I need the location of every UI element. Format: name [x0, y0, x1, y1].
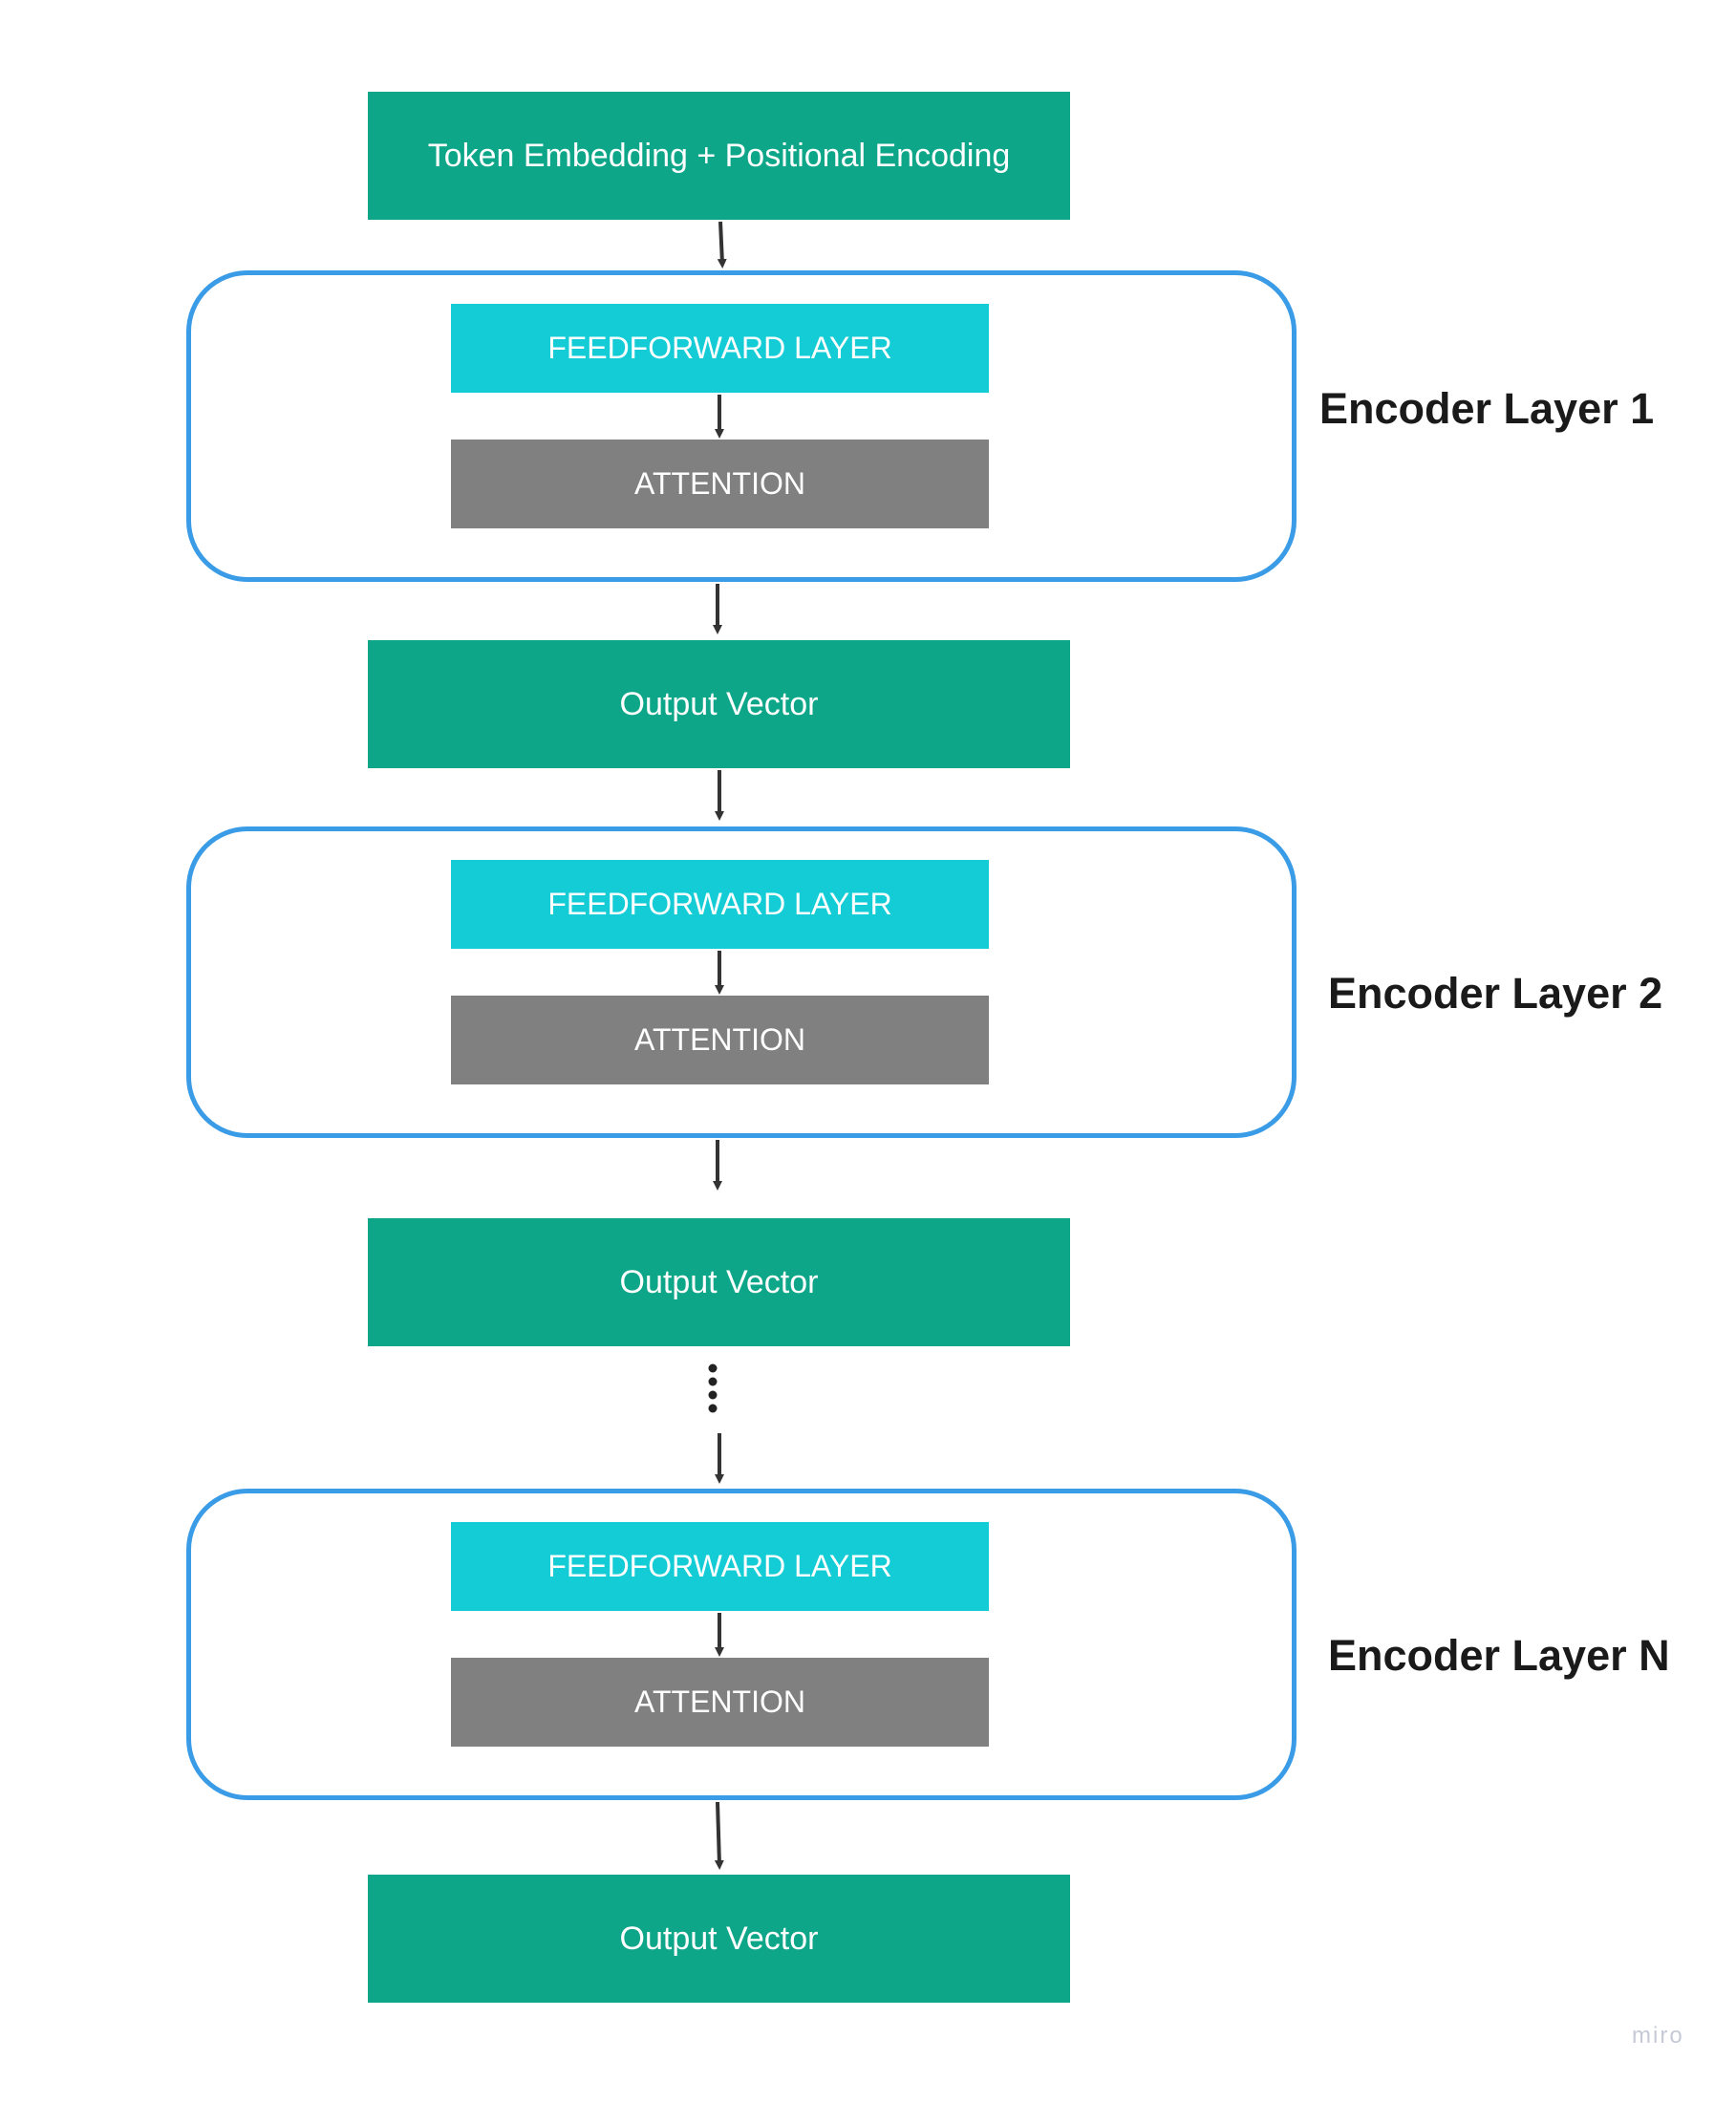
output-vector-label: Output Vector: [619, 1920, 819, 1957]
encoder-layer-2-feedforward: FEEDFORWARD LAYER: [451, 860, 989, 949]
ellipsis-dot: [708, 1377, 718, 1386]
encoder-layer-1-title: Encoder Layer 1: [1319, 384, 1655, 433]
output-vector-label: Output Vector: [619, 685, 819, 722]
attention-label: ATTENTION: [634, 466, 805, 501]
encoder-layer-n-feedforward: FEEDFORWARD LAYER: [451, 1522, 989, 1611]
ellipsis-dots: [708, 1363, 718, 1413]
encoder-layer-2-frame: [186, 826, 1297, 1138]
encoder-layer-n-frame: [186, 1489, 1297, 1800]
encoder-layer-n-attention: ATTENTION: [451, 1658, 989, 1747]
encoder-layer-1-attention: ATTENTION: [451, 440, 989, 528]
encoder-layer-n-title: Encoder Layer N: [1328, 1631, 1670, 1680]
arrow-layerN-to-outputN: [714, 1801, 724, 1870]
input-embedding-block: Token Embedding + Positional Encoding: [368, 92, 1070, 220]
attention-label: ATTENTION: [634, 1685, 805, 1719]
ellipsis-dot: [708, 1390, 718, 1400]
encoder-layer-1-frame: [186, 270, 1297, 582]
miro-watermark: miro: [1632, 2023, 1684, 2049]
output-vector-1: Output Vector: [368, 640, 1070, 768]
ellipsis-dot: [708, 1363, 718, 1373]
output-vector-n: Output Vector: [368, 1875, 1070, 2003]
output-vector-label: Output Vector: [619, 1263, 819, 1300]
output-vector-2: Output Vector: [368, 1218, 1070, 1346]
feedforward-label: FEEDFORWARD LAYER: [547, 887, 892, 921]
feedforward-label: FEEDFORWARD LAYER: [547, 331, 892, 365]
feedforward-label: FEEDFORWARD LAYER: [547, 1549, 892, 1583]
input-embedding-label: Token Embedding + Positional Encoding: [427, 137, 1011, 174]
encoder-layer-2-attention: ATTENTION: [451, 996, 989, 1084]
ellipsis-dot: [708, 1404, 718, 1413]
encoder-layer-2-title: Encoder Layer 2: [1328, 969, 1663, 1018]
attention-label: ATTENTION: [634, 1022, 805, 1057]
arrow-input-to-layer1: [717, 221, 727, 268]
encoder-layer-1-feedforward: FEEDFORWARD LAYER: [451, 304, 989, 393]
